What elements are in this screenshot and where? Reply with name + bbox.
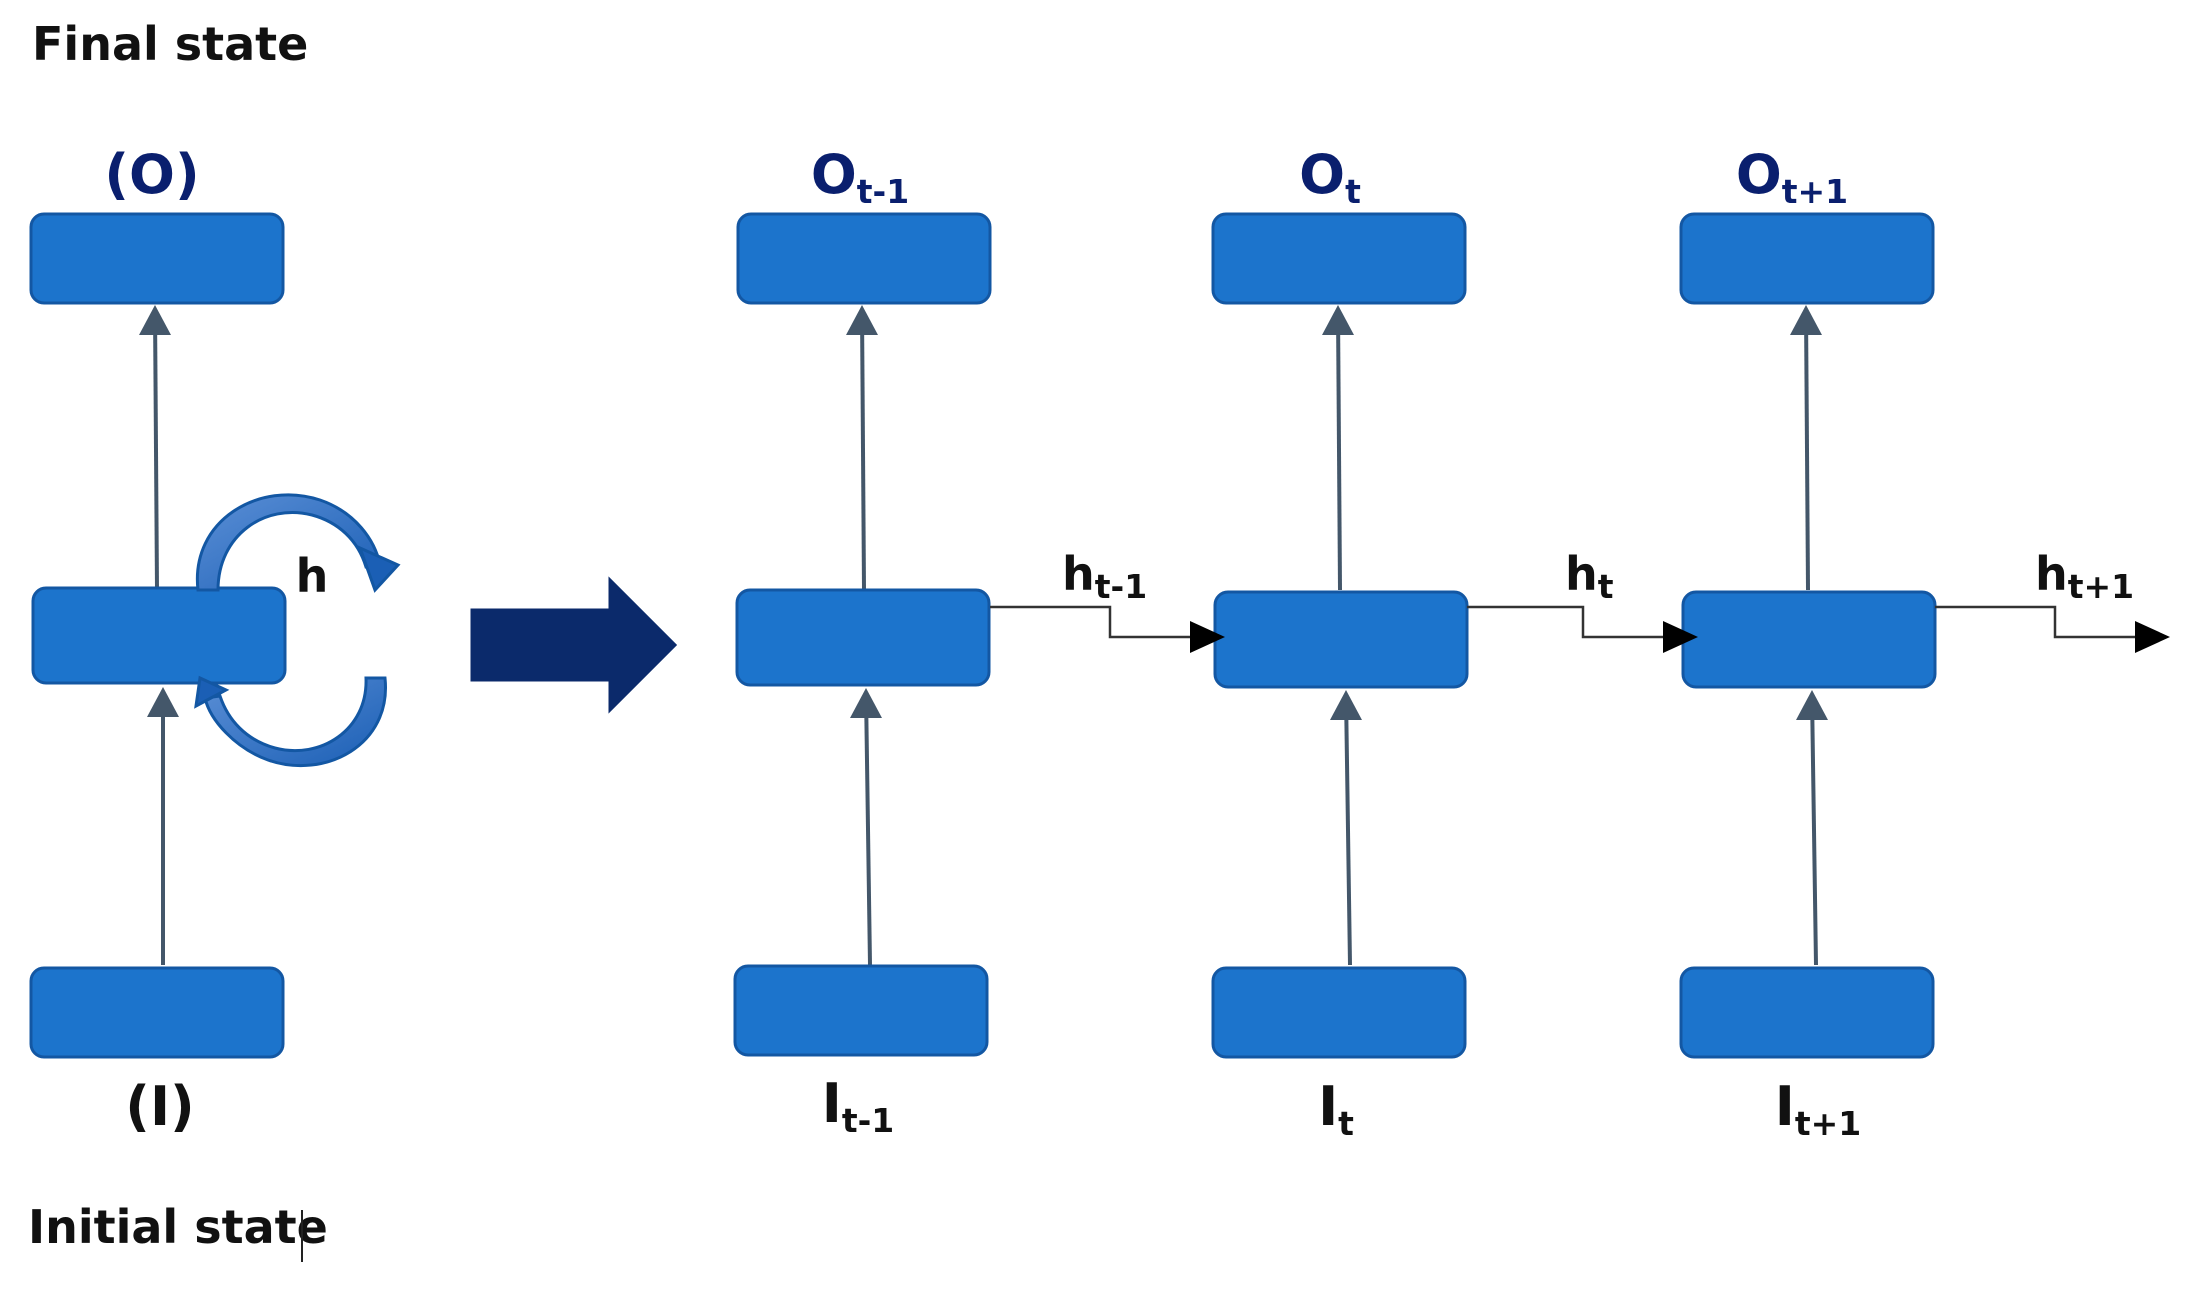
input-to-hidden-arrow-t-plus-1 — [1810, 694, 1818, 966]
recurrent-loop-icon — [194, 493, 401, 768]
folded-hidden-to-output-arrowhead — [139, 305, 171, 335]
input-to-hidden-arrowhead-t-plus-1 — [1796, 690, 1828, 720]
folded-output-box — [29, 212, 285, 305]
hidden-to-output-arrowhead-t-minus-1 — [846, 305, 878, 335]
timestep-column-t-plus-1: Ot+1 It+1 — [1679, 143, 1937, 1143]
output-label-t-minus-1: Ot-1 — [811, 143, 909, 211]
hidden-label-t-plus-1: ht+1 — [2035, 547, 2134, 606]
hidden-box-t — [1213, 590, 1469, 689]
initial-state-label: Initial state — [28, 1200, 328, 1254]
folded-hidden-box — [31, 586, 287, 685]
input-label-t-minus-1: It-1 — [822, 1072, 895, 1140]
input-box-t-minus-1 — [733, 964, 989, 1057]
hidden-label-t: ht — [1565, 547, 1614, 606]
output-box-t-plus-1 — [1679, 212, 1935, 305]
hidden-to-output-arrowhead-t-plus-1 — [1790, 305, 1822, 335]
folded-input-label: (I) — [125, 1075, 194, 1138]
hidden-label-t-minus-1: ht-1 — [1062, 547, 1147, 606]
output-label-t-plus-1: Ot+1 — [1736, 143, 1848, 211]
hidden-to-output-arrowhead-t — [1322, 305, 1354, 335]
input-label-t: It — [1318, 1075, 1354, 1143]
input-box-t-plus-1 — [1679, 966, 1935, 1059]
hidden-box-t-minus-1 — [735, 588, 991, 687]
folded-output-label: (O) — [104, 143, 199, 206]
folded-input-to-hidden-arrowhead — [147, 687, 179, 717]
output-label-t: Ot — [1299, 143, 1361, 211]
hidden-to-output-arrow-t — [1336, 309, 1342, 591]
input-to-hidden-arrowhead-t-minus-1 — [850, 688, 882, 718]
input-to-hidden-arrow-t-minus-1 — [864, 692, 872, 966]
hidden-to-output-arrow-t-minus-1 — [860, 309, 866, 591]
hidden-to-output-arrow-t-plus-1 — [1804, 309, 1810, 591]
final-state-label: Final state — [32, 17, 308, 71]
hidden-connector-t-plus-1: ht+1 — [1935, 547, 2170, 653]
folded-hidden-to-output-arrow — [153, 309, 159, 591]
folded-input-box — [29, 966, 285, 1059]
input-to-hidden-arrowhead-t — [1330, 690, 1362, 720]
hidden-connector-t-minus-1: ht-1 — [990, 547, 1225, 653]
unrolled-rnn: Ot-1 It-1 Ot It Ot+1 — [733, 143, 2170, 1143]
folded-hidden-label: h — [296, 549, 329, 603]
input-label-t-plus-1: It+1 — [1775, 1075, 1861, 1143]
hidden-box-t-plus-1 — [1681, 590, 1937, 689]
input-box-t — [1211, 966, 1467, 1059]
output-box-t — [1211, 212, 1467, 305]
timestep-column-t: Ot It — [1211, 143, 1469, 1143]
folded-rnn: (O) (I) h — [29, 143, 401, 1138]
input-to-hidden-arrow-t — [1344, 694, 1352, 966]
timestep-column-t-minus-1: Ot-1 It-1 — [733, 143, 992, 1140]
hidden-connector-t: ht — [1467, 547, 1698, 653]
unfold-arrow-icon — [470, 576, 678, 714]
output-box-t-minus-1 — [736, 212, 992, 305]
